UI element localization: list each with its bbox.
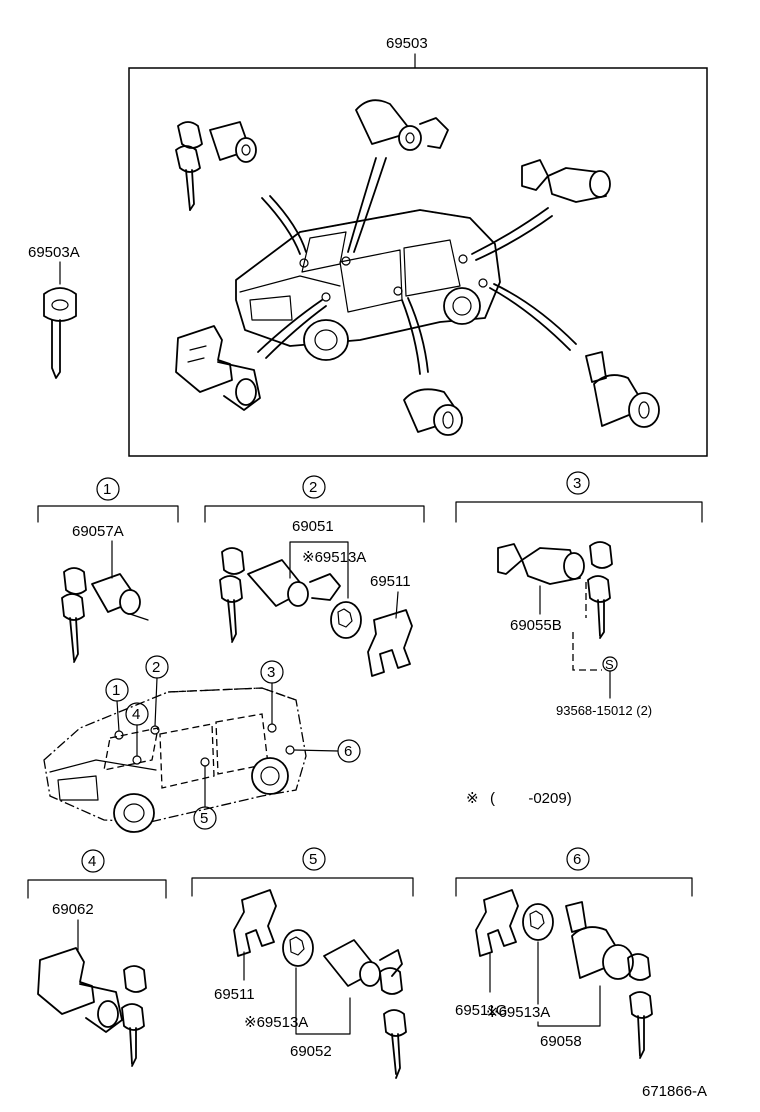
retainer-clip-icon: [367, 609, 413, 677]
section-6-part-number-1: 69511G: [455, 1002, 507, 1019]
ignition-lock-cylinder-icon: [403, 388, 463, 436]
location-marker-4: 4: [125, 702, 149, 757]
latch-assembly-with-keys-icon: [37, 947, 147, 1067]
section-2-number: 2: [309, 479, 317, 496]
top-assembly: 69503: [128, 35, 708, 457]
section-6-badge: [566, 847, 590, 871]
section-4-bracket: [27, 879, 167, 899]
section-4-part-number: 69062: [52, 901, 94, 918]
section-3-badge: [566, 471, 590, 495]
model-year-note: ※ ( -0209): [466, 790, 572, 807]
retainer-ring-icon: [522, 903, 554, 941]
section-2-badge: [302, 475, 326, 499]
section-4-number: 4: [88, 853, 96, 870]
section-3-part-number-1: 69055B: [510, 617, 562, 634]
top-assembly-frame: [128, 67, 708, 457]
vehicle-icon: [43, 687, 307, 833]
section-5-bracket: [191, 877, 414, 897]
section-3-bracket: [455, 501, 703, 523]
door-lock-cylinder-with-keys-icon: [323, 939, 407, 1079]
location-marker-1: 1: [105, 678, 129, 732]
screw-symbol: S: [605, 657, 614, 672]
top-assembly-part-number: 69503: [386, 35, 428, 52]
section-2-bracket: [204, 505, 425, 523]
section-1-number: 1: [103, 481, 111, 498]
note-text: ( -0209): [490, 790, 572, 807]
key-icon: [43, 287, 77, 379]
section-6-part-number-2: ※69513A: [486, 1004, 550, 1021]
retainer-ring-icon: [330, 601, 362, 639]
master-key-part-number: 69503A: [28, 244, 80, 261]
location-marker-3: 3: [260, 660, 284, 725]
back-door-lock-cylinder-icon: [521, 159, 611, 203]
retainer-clip-icon: [475, 889, 519, 957]
section-3-part-number-2: 93568-15012 (2): [556, 703, 652, 718]
glove-box-lock-cylinder-with-keys-icon: [565, 901, 653, 1059]
section-6-part-number-3: 69058: [540, 1033, 582, 1050]
retainer-clip-icon: [233, 889, 277, 957]
section-5-part-number-3: 69052: [290, 1043, 332, 1060]
section-3-number: 3: [573, 475, 581, 492]
diagram-id: 671866-A: [642, 1083, 707, 1100]
latch-assembly-icon: [175, 325, 261, 411]
section-1-badge: [96, 477, 120, 501]
door-lock-cylinder-with-keys-icon: [175, 121, 257, 211]
section-1-part-number: 69057A: [72, 523, 124, 540]
svg-text:6: 6: [344, 743, 352, 760]
section-5-part-number-2: ※69513A: [244, 1014, 308, 1031]
section-6-number: 6: [573, 851, 581, 868]
master-key: 69503A: [28, 244, 80, 379]
svg-text:1: 1: [112, 682, 120, 699]
retainer-ring-icon: [282, 929, 314, 967]
section-2: 2 69051 ※69513A 69511: [204, 475, 425, 677]
section-4-badge: [81, 849, 105, 873]
section-5: 5 69511 ※69513A 69052: [191, 847, 414, 1079]
location-marker-6: 6: [293, 739, 361, 763]
back-door-lock-cylinder-with-keys-icon: [497, 541, 613, 639]
section-2-part-number-2: ※69513A: [302, 549, 366, 566]
section-1-bracket: [37, 505, 179, 523]
section-3-dashed-leader: [572, 632, 602, 671]
door-lock-cylinder-with-keys-icon: [61, 567, 149, 663]
location-marker-5: 5: [193, 765, 217, 830]
glove-box-lock-cylinder-icon: [585, 351, 660, 428]
section-2-part-number-3: 69511: [370, 573, 411, 590]
section-5-badge: [302, 847, 326, 871]
section-1: 1 69057A: [37, 477, 179, 663]
svg-text:4: 4: [132, 706, 140, 723]
svg-text:2: 2: [152, 659, 160, 676]
door-lock-cylinder-with-keys-icon: [219, 547, 341, 643]
section-4: 4 69062: [27, 849, 167, 1067]
svg-text:5: 5: [200, 810, 208, 827]
section-3: 3 69055B S 93568-15012 (2): [455, 471, 703, 718]
vehicle-overview-icon: [235, 209, 501, 361]
section-5-part-number-1: 69511: [214, 986, 255, 1003]
section-5-number: 5: [309, 851, 317, 868]
location-pointer-arrows: [257, 157, 577, 375]
door-lock-cylinder-icon: [355, 99, 449, 151]
location-marker-2: 2: [145, 655, 169, 727]
section-2-part-number-1: 69051: [292, 518, 334, 535]
svg-text:3: 3: [267, 664, 275, 681]
note-symbol: ※: [466, 790, 479, 807]
section-6-bracket: [455, 877, 693, 897]
section-6: 6 69511G ※69513A 69058: [455, 847, 693, 1059]
location-vehicle: 1 2 3 4 5 6: [43, 655, 361, 833]
